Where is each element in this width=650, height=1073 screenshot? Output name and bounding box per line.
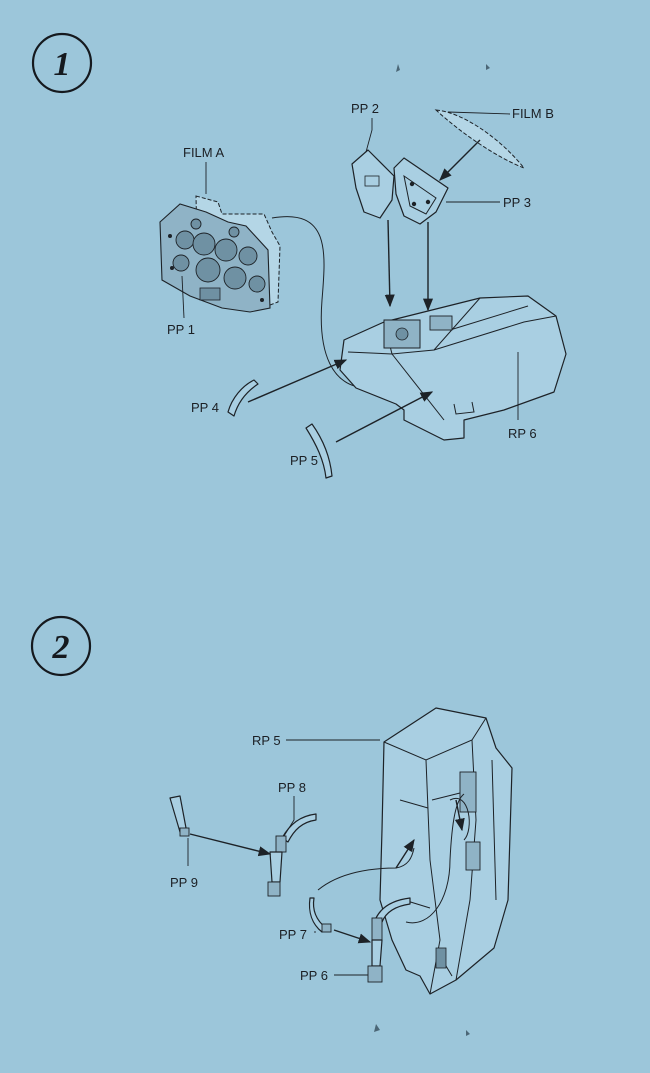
- label-pp7: PP 7: [279, 927, 307, 942]
- label-film-a: FILM A: [183, 145, 225, 160]
- arrow-pp4-to-rp6: [247, 359, 348, 403]
- pp4-part: [227, 379, 259, 417]
- step-1-badge: 1: [31, 32, 93, 94]
- speck: [374, 1024, 380, 1032]
- arrow-pp5-to-rp6: [335, 391, 434, 443]
- rp5-seat: [379, 707, 513, 995]
- leader-pp8: [283, 796, 295, 837]
- leader-film-b: [447, 111, 511, 115]
- arrow-pp2-to-rp6: [384, 219, 395, 308]
- arrow-to-seat-right: [454, 799, 465, 832]
- label-pp2: PP 2: [351, 101, 379, 116]
- label-pp8: PP 8: [278, 780, 306, 795]
- pp9-part: [169, 795, 190, 837]
- step-2-badge: 2: [30, 615, 92, 677]
- pp3-part: [393, 157, 449, 225]
- guide-line-pp7: [317, 847, 415, 891]
- label-pp5: PP 5: [290, 453, 318, 468]
- arrow-to-seat-upper: [395, 838, 415, 869]
- pp2-part: [351, 149, 395, 219]
- step-1: 1: [31, 32, 567, 479]
- label-pp9: PP 9: [170, 875, 198, 890]
- leader-pp2: [365, 118, 373, 153]
- arrow-pp7-to-pp6: [333, 929, 372, 944]
- step-1-number: 1: [54, 46, 71, 83]
- speck: [396, 64, 400, 72]
- pp1-instrument-panel: [159, 203, 271, 313]
- step-2: 2: [30, 615, 513, 1036]
- pp7-part: [308, 897, 332, 933]
- label-film-b: FILM B: [512, 106, 554, 121]
- speck: [486, 64, 490, 70]
- step-2-number: 2: [52, 629, 70, 666]
- label-pp3: PP 3: [503, 195, 531, 210]
- label-pp4: PP 4: [191, 400, 219, 415]
- film-b-part: [434, 109, 526, 170]
- pp5-part: [305, 423, 333, 479]
- pp8-part: [267, 813, 317, 897]
- label-pp6: PP 6: [300, 968, 328, 983]
- guide-line-pp6: [405, 793, 465, 924]
- pp6-part: [367, 897, 411, 983]
- arrow-film-b-to-pp3: [439, 139, 481, 181]
- speck: [466, 1030, 470, 1036]
- leader-pp1: [181, 275, 185, 319]
- label-rp6: RP 6: [508, 426, 537, 441]
- label-pp1: PP 1: [167, 322, 195, 337]
- rp6-coaming: [339, 295, 567, 441]
- label-rp5: RP 5: [252, 733, 281, 748]
- arrow-pp9-to-pp8: [189, 833, 272, 857]
